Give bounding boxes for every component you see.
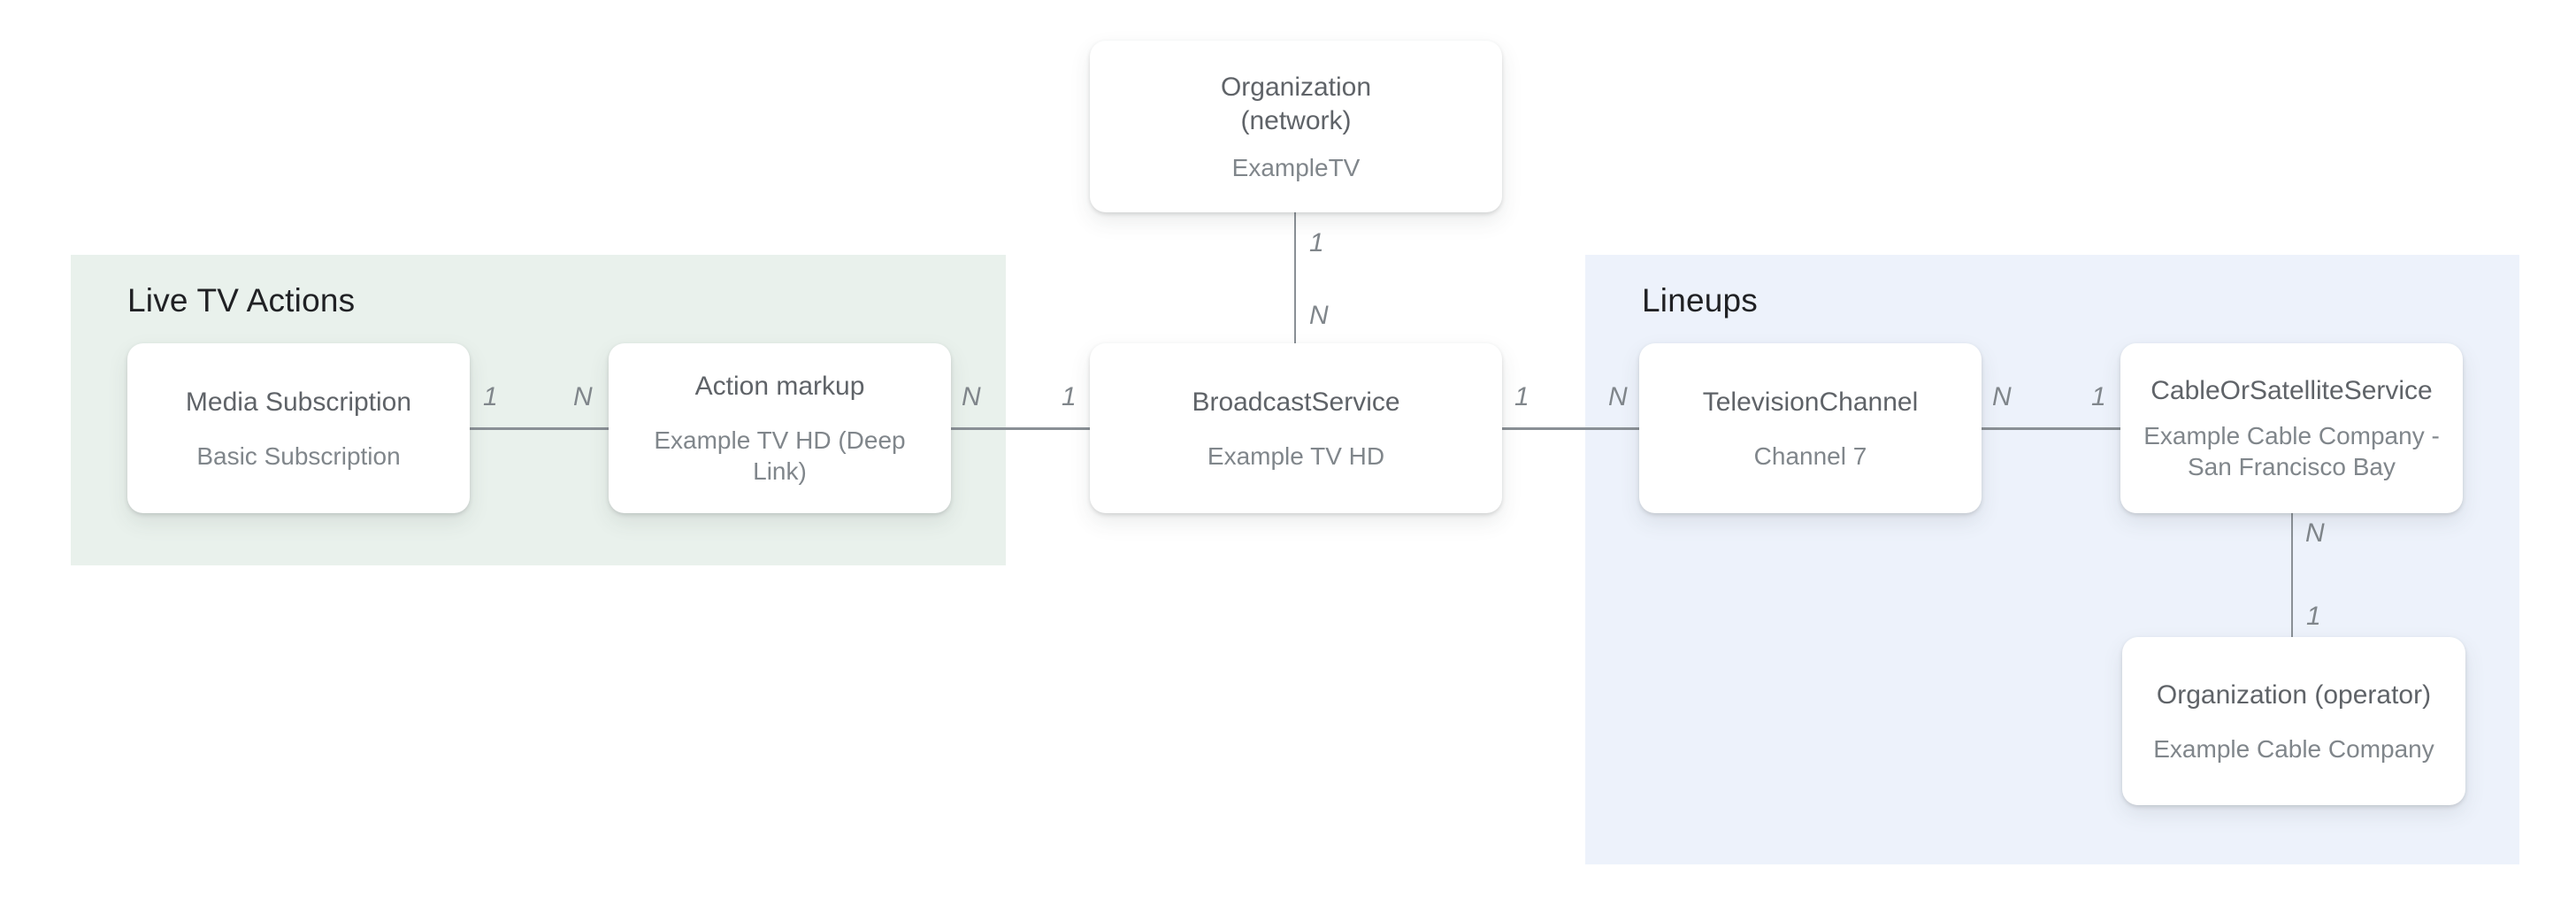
cardinality-label: 1 xyxy=(1062,382,1077,411)
node-organization-operator: Organization (operator) Example Cable Co… xyxy=(2122,637,2465,805)
node-subtitle: Channel 7 xyxy=(1753,441,1867,470)
cardinality-label: 1 xyxy=(2091,382,2106,411)
live-tv-actions-panel-title: Live TV Actions xyxy=(127,282,356,319)
node-subtitle: Basic Subscription xyxy=(196,441,401,470)
cardinality-label: 1 xyxy=(1309,228,1324,257)
node-title: BroadcastService xyxy=(1192,387,1400,417)
node-organization-network: Organization (network) ExampleTV xyxy=(1090,41,1502,212)
node-title: Organization (operator) xyxy=(2156,680,2432,710)
connector-network-to-broadcast xyxy=(1294,211,1296,343)
node-action-markup: Action markup Example TV HD (Deep Link) xyxy=(609,343,951,513)
cardinality-label: N xyxy=(1608,382,1628,411)
connector-cable-to-operator xyxy=(2291,513,2293,637)
node-media-subscription: Media Subscription Basic Subscription xyxy=(127,343,470,513)
connector-channel-to-cable xyxy=(1982,427,2120,430)
node-title: Organization (network) xyxy=(1220,72,1372,135)
node-broadcast-service: BroadcastService Example TV HD xyxy=(1090,343,1502,513)
node-television-channel: TelevisionChannel Channel 7 xyxy=(1639,343,1982,513)
node-title: CableOrSatelliteService xyxy=(2150,376,2433,405)
connector-broadcast-to-channel xyxy=(1502,427,1639,430)
node-title: Media Subscription xyxy=(185,387,412,417)
lineups-panel-title: Lineups xyxy=(1642,282,1759,319)
node-subtitle: Example Cable Company - San Francisco Ba… xyxy=(2143,422,2440,480)
node-cable-or-satellite-service: CableOrSatelliteService Example Cable Co… xyxy=(2120,343,2463,513)
cardinality-label: N xyxy=(573,382,593,411)
cardinality-label: N xyxy=(1992,382,2012,411)
node-subtitle: Example TV HD xyxy=(1207,441,1385,470)
node-subtitle: Example Cable Company xyxy=(2153,734,2434,763)
cardinality-label: N xyxy=(1309,301,1329,330)
connector-action-to-broadcast xyxy=(951,427,1090,430)
cardinality-label: 1 xyxy=(483,382,498,411)
node-title: TelevisionChannel xyxy=(1702,387,1919,417)
cardinality-label: 1 xyxy=(2306,602,2321,631)
connector-media-to-action xyxy=(470,427,609,430)
node-subtitle: Example TV HD (Deep Link) xyxy=(654,426,906,485)
node-subtitle: ExampleTV xyxy=(1231,153,1361,181)
cardinality-label: N xyxy=(962,382,981,411)
cardinality-label: 1 xyxy=(1514,382,1530,411)
node-title: Action markup xyxy=(694,372,865,401)
cardinality-label: N xyxy=(2305,518,2325,548)
